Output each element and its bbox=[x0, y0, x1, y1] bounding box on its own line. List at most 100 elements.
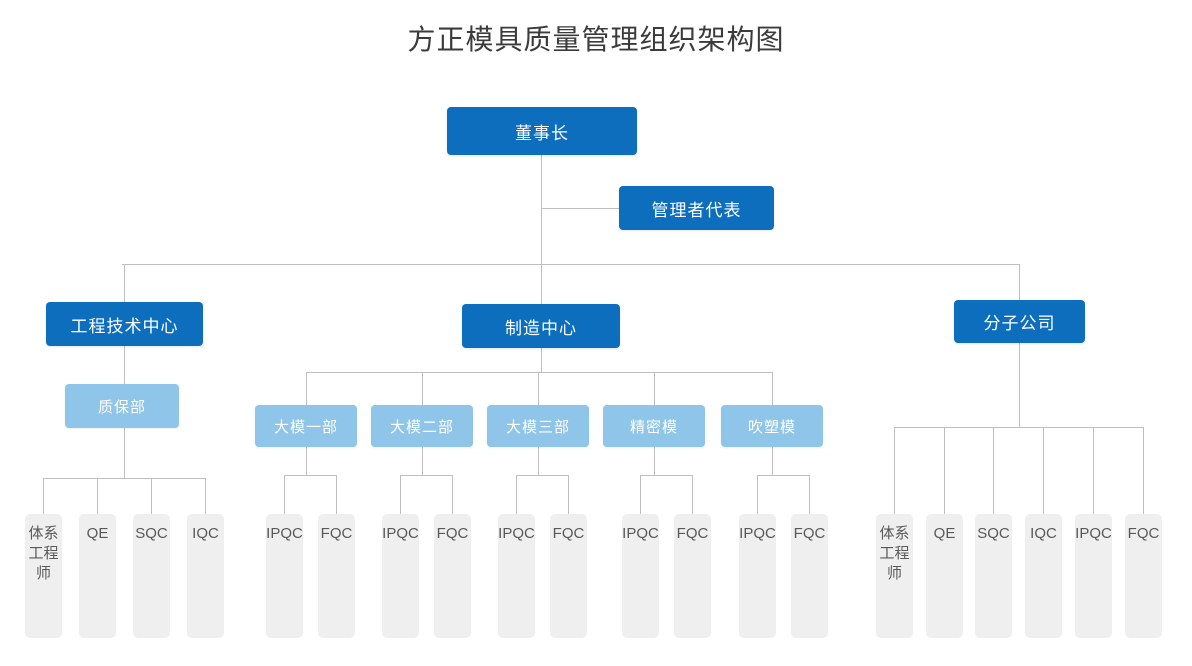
node-manufacturing-center[interactable]: 制造中心 bbox=[462, 304, 620, 348]
node-qa-qe[interactable]: QE bbox=[79, 514, 116, 638]
connector-drop-qa-sqc bbox=[151, 478, 152, 514]
connector-drop-mfg-center bbox=[541, 264, 542, 304]
node-engineering-technology-center[interactable]: 工程技术中心 bbox=[46, 302, 203, 346]
node-precision-mold[interactable]: 精密模 bbox=[603, 405, 705, 447]
connector-drop-pm-ipqc bbox=[640, 475, 641, 514]
connector-drop-qa-sys-eng bbox=[43, 478, 44, 514]
node-qa-system-engineer[interactable]: 体系工程师 bbox=[25, 514, 62, 638]
node-mold-1-fqc-label: FQC bbox=[320, 525, 353, 542]
node-mold-dept-2[interactable]: 大模二部 bbox=[371, 405, 473, 447]
node-management-representative[interactable]: 管理者代表 bbox=[619, 186, 774, 230]
connector-mfg-sub-bus bbox=[306, 372, 773, 373]
connector-mold-3-stem bbox=[538, 447, 539, 475]
connector-drop-sub-qe bbox=[944, 427, 945, 514]
node-chairman[interactable]: 董事长 bbox=[447, 107, 637, 155]
connector-blow-bus bbox=[757, 475, 809, 476]
node-qa-system-engineer-label: 体系工程师 bbox=[28, 525, 59, 582]
node-subsidiary-company-label: 分子公司 bbox=[983, 314, 1056, 333]
connector-mold-2-stem bbox=[422, 447, 423, 475]
connector-drop-m1-fqc bbox=[336, 475, 337, 514]
node-blow-mold-label: 吹塑模 bbox=[747, 418, 796, 436]
node-subsidiary-iqc-label: IQC bbox=[1030, 525, 1057, 542]
node-subsidiary-fqc-label: FQC bbox=[1127, 525, 1160, 542]
connector-chairman-to-mgmt-rep bbox=[541, 208, 619, 209]
connector-drop-sub-iqc bbox=[1043, 427, 1044, 514]
connector-drop-m3-fqc bbox=[568, 475, 569, 514]
node-qa-qe-label: QE bbox=[86, 525, 109, 542]
connector-drop-qa-qe bbox=[97, 478, 98, 514]
node-blow-fqc[interactable]: FQC bbox=[791, 514, 828, 638]
connector-drop-sub-ipqc bbox=[1093, 427, 1094, 514]
node-mold-dept-1[interactable]: 大模一部 bbox=[255, 405, 357, 447]
node-mold-1-fqc[interactable]: FQC bbox=[318, 514, 355, 638]
connector-blow-stem bbox=[772, 447, 773, 475]
node-subsidiary-system-engineer[interactable]: 体系工程师 bbox=[876, 514, 913, 638]
connector-mold-1-stem bbox=[306, 447, 307, 475]
node-precision-fqc[interactable]: FQC bbox=[674, 514, 711, 638]
node-blow-mold[interactable]: 吹塑模 bbox=[721, 405, 823, 447]
connector-qa-dept-stem bbox=[124, 428, 125, 478]
page-title: 方正模具质量管理组织架构图 bbox=[407, 24, 785, 55]
node-mold-1-ipqc[interactable]: IPQC bbox=[266, 514, 303, 638]
node-qa-sqc[interactable]: SQC bbox=[133, 514, 170, 638]
node-mold-3-fqc[interactable]: FQC bbox=[550, 514, 587, 638]
node-subsidiary-sqc[interactable]: SQC bbox=[975, 514, 1012, 638]
node-mold-2-fqc[interactable]: FQC bbox=[434, 514, 471, 638]
node-qa-iqc-label: IQC bbox=[192, 525, 219, 542]
node-blow-ipqc[interactable]: IPQC bbox=[739, 514, 776, 638]
node-subsidiary-fqc[interactable]: FQC bbox=[1125, 514, 1162, 638]
node-blow-fqc-label: FQC bbox=[793, 525, 826, 542]
node-subsidiary-ipqc[interactable]: IPQC bbox=[1075, 514, 1112, 638]
connector-drop-eng-center bbox=[124, 264, 125, 302]
connector-qa-leaf-bus bbox=[43, 478, 205, 479]
node-quality-assurance-dept-label: 质保部 bbox=[97, 398, 146, 416]
node-mold-3-fqc-label: FQC bbox=[552, 525, 585, 542]
connector-subsidiary-stem bbox=[1019, 343, 1020, 427]
connector-drop-sub-sys-eng bbox=[894, 427, 895, 514]
connector-chairman-stem bbox=[541, 155, 542, 265]
connector-eng-center-to-qa-dept bbox=[124, 346, 125, 384]
node-subsidiary-qe[interactable]: QE bbox=[926, 514, 963, 638]
node-subsidiary-system-engineer-label: 体系工程师 bbox=[879, 525, 910, 582]
node-quality-assurance-dept[interactable]: 质保部 bbox=[65, 384, 179, 428]
node-mold-3-ipqc-label: IPQC bbox=[498, 525, 535, 542]
connector-subsidiary-bus bbox=[894, 427, 1143, 428]
node-mold-dept-2-label: 大模二部 bbox=[389, 418, 454, 436]
node-chairman-label: 董事长 bbox=[515, 123, 569, 143]
node-precision-fqc-label: FQC bbox=[676, 525, 709, 542]
node-subsidiary-qe-label: QE bbox=[933, 525, 956, 542]
connector-drop-subsidiary bbox=[1019, 264, 1020, 300]
node-mold-2-ipqc[interactable]: IPQC bbox=[382, 514, 419, 638]
node-precision-ipqc-label: IPQC bbox=[622, 525, 659, 542]
connector-drop-m2-fqc bbox=[452, 475, 453, 514]
node-management-representative-label: 管理者代表 bbox=[651, 200, 742, 220]
connector-precision-stem bbox=[654, 447, 655, 475]
connector-drop-qa-iqc bbox=[205, 478, 206, 514]
connector-mold-1-bus bbox=[284, 475, 336, 476]
connector-precision-bus bbox=[640, 475, 692, 476]
node-subsidiary-sqc-label: SQC bbox=[977, 525, 1010, 542]
node-mold-dept-1-label: 大模一部 bbox=[273, 418, 338, 436]
node-subsidiary-company[interactable]: 分子公司 bbox=[954, 300, 1085, 343]
node-qa-sqc-label: SQC bbox=[135, 525, 168, 542]
connector-drop-blow bbox=[772, 372, 773, 405]
node-precision-mold-label: 精密模 bbox=[629, 418, 678, 436]
connector-drop-sub-fqc bbox=[1143, 427, 1144, 514]
node-mold-2-ipqc-label: IPQC bbox=[382, 525, 419, 542]
node-subsidiary-ipqc-label: IPQC bbox=[1075, 525, 1112, 542]
node-qa-iqc[interactable]: IQC bbox=[187, 514, 224, 638]
node-subsidiary-iqc[interactable]: IQC bbox=[1025, 514, 1062, 638]
connector-drop-mold-2 bbox=[422, 372, 423, 405]
node-mold-dept-3[interactable]: 大模三部 bbox=[487, 405, 589, 447]
connector-drop-sub-sqc bbox=[993, 427, 994, 514]
connector-drop-m2-ipqc bbox=[400, 475, 401, 514]
connector-drop-bm-fqc bbox=[809, 475, 810, 514]
node-manufacturing-center-label: 制造中心 bbox=[505, 318, 577, 338]
node-mold-3-ipqc[interactable]: IPQC bbox=[498, 514, 535, 638]
connector-level2-bus bbox=[122, 264, 1020, 265]
connector-drop-m1-ipqc bbox=[284, 475, 285, 514]
node-mold-1-ipqc-label: IPQC bbox=[266, 525, 303, 542]
node-precision-ipqc[interactable]: IPQC bbox=[622, 514, 659, 638]
node-mold-dept-3-label: 大模三部 bbox=[505, 418, 570, 436]
connector-drop-mold-3 bbox=[538, 372, 539, 405]
